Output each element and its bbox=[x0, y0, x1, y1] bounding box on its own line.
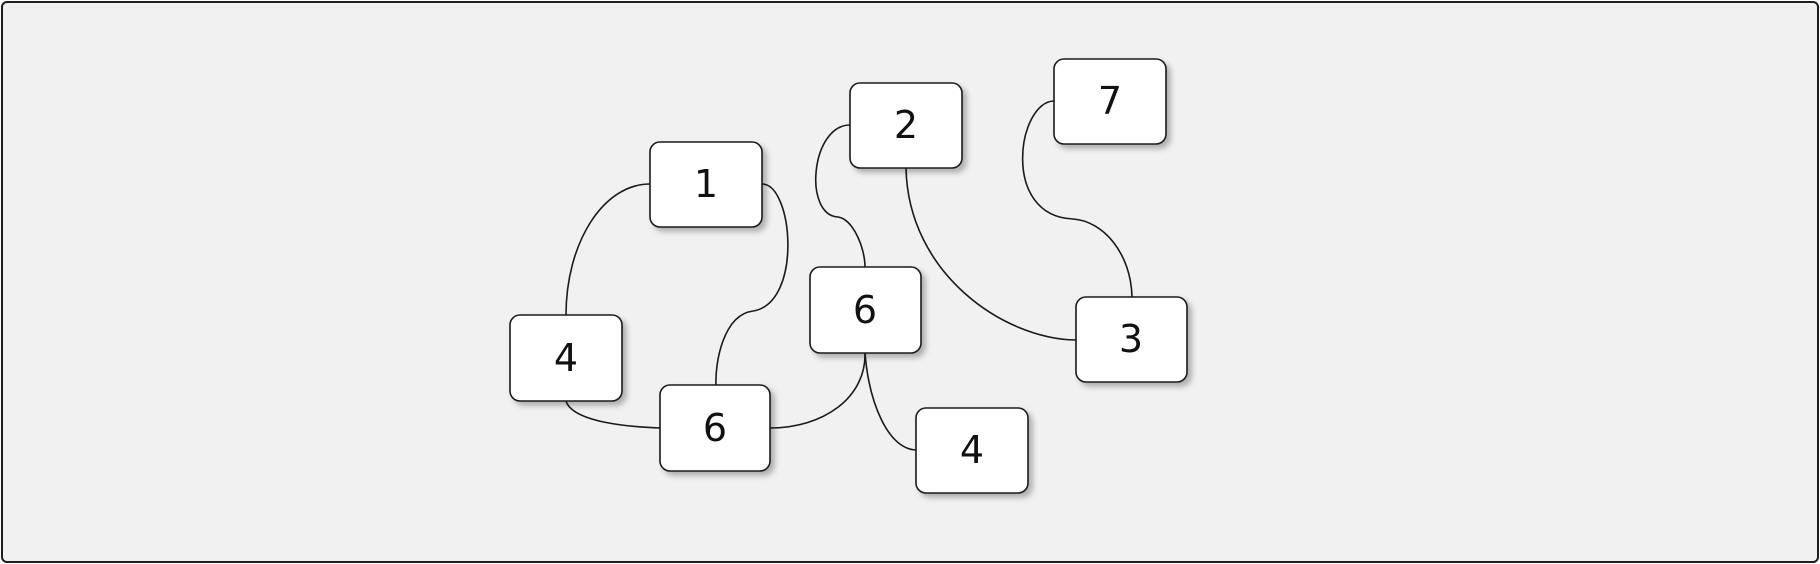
edge-7-to-3 bbox=[1021, 100, 1133, 298]
node-7[interactable]: 7 bbox=[1053, 58, 1167, 145]
node-2-label: 2 bbox=[894, 103, 918, 147]
node-2-box bbox=[849, 82, 963, 169]
node-6-bottom-label: 6 bbox=[703, 406, 727, 450]
node-1-label: 1 bbox=[694, 162, 718, 206]
node-3[interactable]: 3 bbox=[1075, 296, 1188, 383]
node-4-left-label: 4 bbox=[554, 336, 578, 380]
node-4-left-box bbox=[509, 314, 623, 402]
node-3-label: 3 bbox=[1119, 317, 1143, 361]
node-6-center[interactable]: 6 bbox=[809, 266, 922, 354]
node-6-center-label: 6 bbox=[853, 288, 877, 332]
node-7-box bbox=[1053, 58, 1167, 145]
node-4-right[interactable]: 4 bbox=[915, 407, 1029, 494]
edge-2-to-6 bbox=[815, 124, 866, 268]
graph-diagram: 1 2 3 4 4 6 6 bbox=[509, 58, 1188, 494]
edge-1-to-4 bbox=[565, 183, 651, 316]
node-6-bottom-box bbox=[659, 384, 771, 472]
edge-4-to-6 bbox=[565, 400, 661, 429]
node-7-label: 7 bbox=[1098, 79, 1122, 123]
node-6-bottom[interactable]: 6 bbox=[659, 384, 771, 472]
edge-1-to-6 bbox=[715, 183, 789, 386]
edge-6-to-4 bbox=[864, 352, 917, 451]
node-1[interactable]: 1 bbox=[649, 141, 763, 228]
node-2[interactable]: 2 bbox=[849, 82, 963, 169]
node-3-box bbox=[1075, 296, 1188, 383]
nodes: 1 2 3 4 4 6 6 bbox=[509, 58, 1188, 494]
node-4-left[interactable]: 4 bbox=[509, 314, 623, 402]
node-4-right-label: 4 bbox=[960, 428, 984, 472]
node-4-right-box bbox=[915, 407, 1029, 494]
edges bbox=[565, 100, 1133, 451]
edge-6-to-6 bbox=[769, 352, 866, 429]
node-6-center-box bbox=[809, 266, 922, 354]
edge-2-to-3 bbox=[905, 167, 1077, 341]
node-1-box bbox=[649, 141, 763, 228]
